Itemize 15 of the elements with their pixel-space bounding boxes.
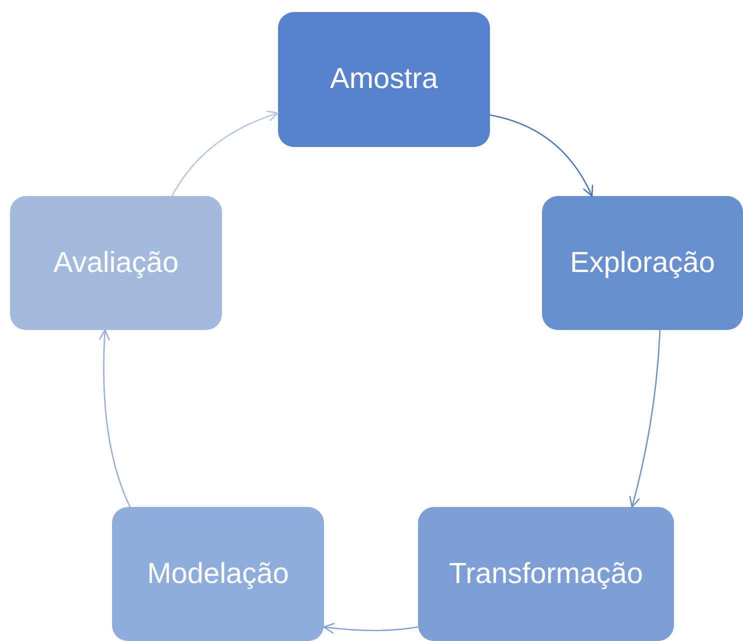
curved-arrow <box>629 330 661 508</box>
box-label: Modelação <box>147 558 289 590</box>
box-label: Amostra <box>330 63 438 96</box>
box-label: Transformação <box>449 558 643 590</box>
curved-arrow <box>98 329 131 508</box>
box-label: Avaliação <box>53 246 179 280</box>
curved-arrow <box>171 110 279 196</box>
curved-arrow <box>490 114 593 197</box>
process-box <box>278 12 490 147</box>
box-label: Exploração <box>570 246 716 280</box>
process-box <box>418 507 674 641</box>
curved-arrow <box>323 622 418 634</box>
process-box <box>10 196 222 330</box>
process-box <box>112 507 324 641</box>
process-box <box>542 196 743 330</box>
